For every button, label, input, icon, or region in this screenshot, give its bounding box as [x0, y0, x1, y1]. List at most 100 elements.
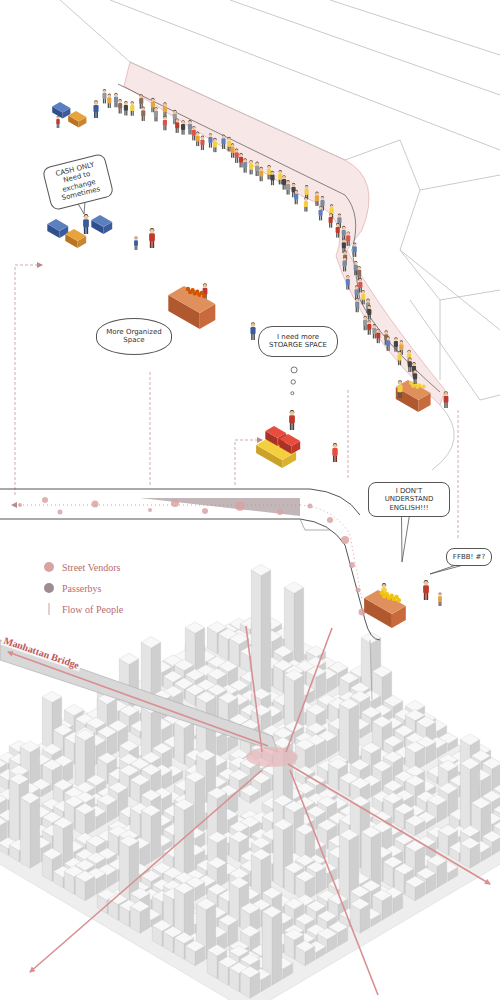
figure: [245, 167, 246, 172]
figure: [150, 241, 152, 248]
building: [229, 633, 248, 645]
building: [427, 794, 446, 805]
passerby-area: [140, 498, 300, 516]
figure: [196, 132, 199, 135]
building: [306, 861, 325, 872]
figure: [119, 108, 120, 113]
figure: [124, 110, 125, 115]
wall-band: [124, 62, 445, 405]
figure: [438, 596, 442, 602]
building: [86, 774, 105, 785]
figure: [398, 381, 402, 385]
figure: [267, 169, 271, 175]
building: [229, 877, 248, 889]
figure: [140, 94, 143, 97]
figure: [108, 103, 109, 108]
figure: [201, 145, 202, 150]
figure: [165, 125, 166, 130]
building: [0, 816, 7, 827]
building: [272, 912, 282, 986]
building: [42, 848, 61, 859]
figure: [163, 117, 166, 120]
figure: [231, 143, 234, 146]
stall-box: [396, 380, 431, 400]
figure: [118, 103, 122, 109]
figure: [156, 116, 157, 121]
figure: [335, 455, 337, 462]
building: [152, 743, 171, 754]
stall-box: [68, 111, 86, 122]
flow-line: [246, 626, 262, 752]
figure: [235, 152, 239, 158]
figure: [239, 157, 243, 163]
leader-line: [150, 372, 151, 485]
figure: [279, 170, 282, 173]
figure: [114, 93, 117, 96]
building: [251, 772, 270, 784]
building: [361, 707, 380, 718]
figure: [215, 147, 216, 152]
flow-line: [8, 652, 268, 746]
building: [130, 774, 149, 785]
building: [262, 906, 281, 918]
figure: [114, 97, 118, 103]
figure: [239, 154, 242, 157]
building: [119, 740, 138, 751]
figure: [188, 120, 191, 123]
building: [0, 758, 7, 769]
figure: [188, 121, 191, 124]
figure: [163, 116, 166, 119]
figure: [124, 101, 127, 104]
goods: [411, 384, 415, 388]
building: [141, 764, 160, 776]
building: [218, 914, 237, 925]
stall-box: [279, 434, 300, 446]
building: [185, 940, 204, 951]
figure: [235, 158, 236, 163]
figure: [271, 180, 272, 185]
figure: [283, 176, 286, 179]
figure: [249, 164, 253, 170]
building: [438, 825, 457, 836]
figure: [84, 227, 86, 234]
figure: [287, 189, 288, 194]
building: [350, 691, 369, 702]
building-line: [345, 140, 500, 330]
building: [75, 803, 94, 815]
building: [75, 871, 94, 883]
figure: [108, 94, 111, 97]
vendor-dot: [202, 508, 208, 514]
building: [174, 883, 193, 895]
figure: [244, 158, 247, 161]
building: [438, 783, 457, 795]
building: [251, 705, 270, 717]
building: [251, 837, 270, 848]
stall-box: [265, 426, 286, 438]
plan-strip: [0, 489, 380, 700]
leader-line: [348, 390, 349, 478]
figure: [284, 184, 285, 189]
building: [0, 793, 7, 804]
building: [339, 829, 358, 840]
figure: [173, 110, 176, 113]
building-line: [440, 300, 441, 380]
vendor-dot: [349, 562, 355, 568]
figure: [224, 144, 225, 149]
figure: [151, 98, 154, 101]
building: [306, 806, 325, 818]
figure: [268, 166, 271, 169]
building: [30, 798, 40, 868]
figure: [124, 105, 128, 111]
building: [196, 898, 215, 910]
figure: [151, 107, 152, 112]
vendor-dot: [235, 501, 245, 511]
building: [185, 622, 204, 634]
figure: [231, 144, 234, 147]
figure: [119, 100, 122, 103]
figure: [251, 334, 253, 340]
plan-edge: [300, 519, 330, 530]
figure: [382, 584, 386, 588]
building: [119, 835, 138, 846]
figure: [255, 165, 259, 171]
building: [240, 966, 259, 978]
